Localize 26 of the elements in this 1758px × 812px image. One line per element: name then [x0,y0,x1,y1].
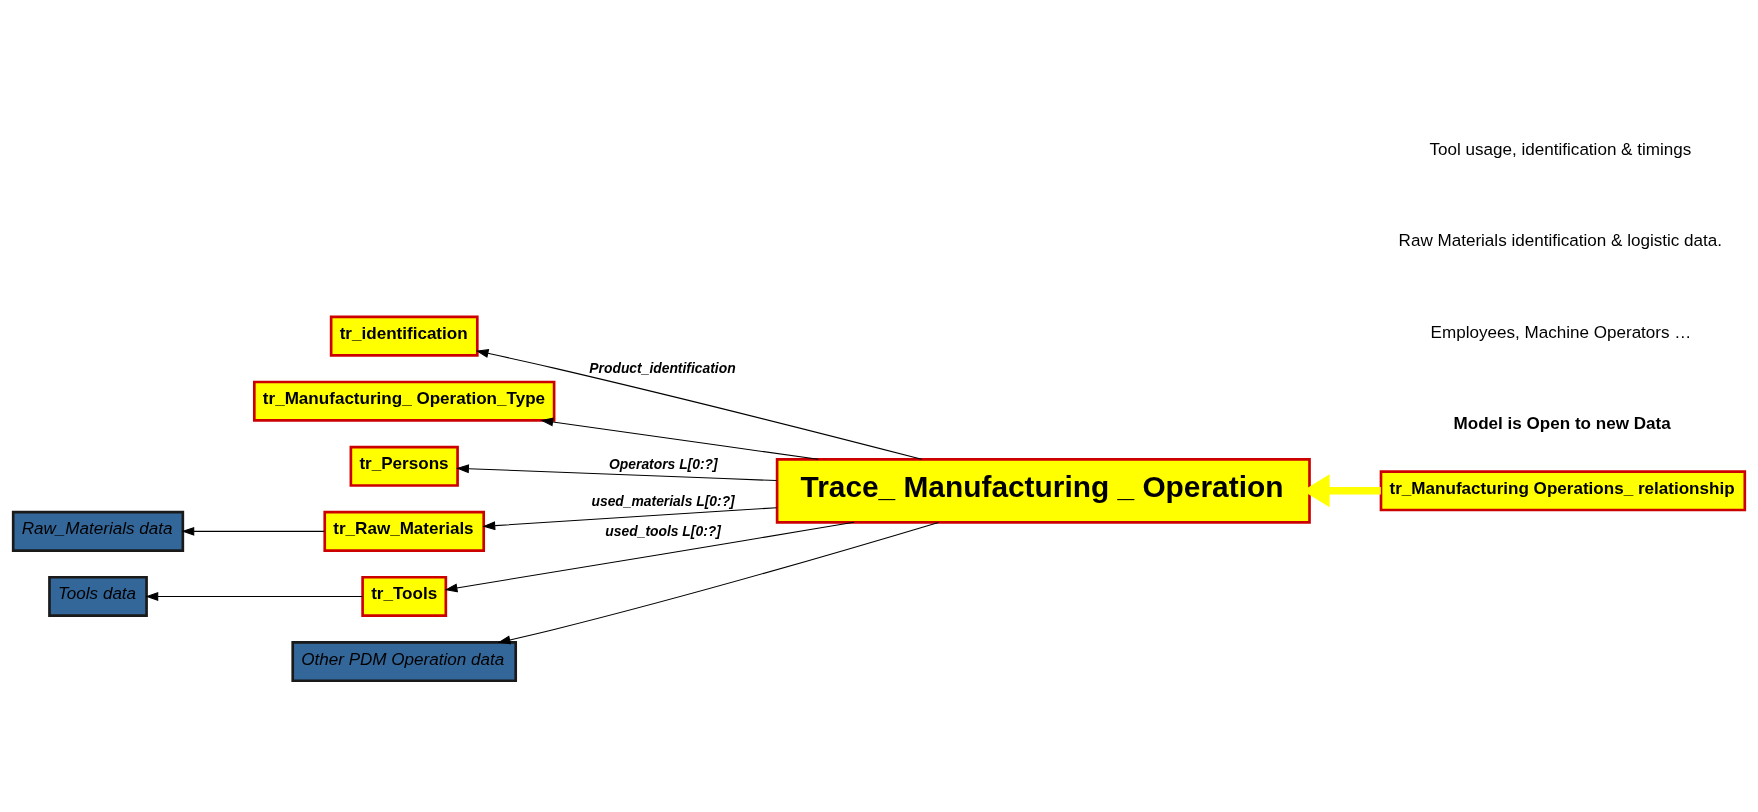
edge-label: used_materials L[0:?] [591,493,735,510]
edge-label: used_tools L[0:?] [605,523,721,540]
edge-label: Product_identification [589,359,736,376]
arrow [540,417,819,460]
node-box: tr_Manufacturing_ Operation_Type [253,380,556,422]
arrow [444,521,855,593]
node-box: Raw_Materials data [11,510,185,552]
label: Raw Materials identification & logistic data. [1398,231,1722,251]
label: Model is Open to new Data [1453,413,1671,433]
node-box: tr_Tools [361,575,448,617]
arrow [497,521,940,645]
label: Tool usage, identification & timings [1429,139,1692,159]
node-box: tr_Manufacturing Operations_ relationship [1379,470,1747,512]
node-box: tr_identification [329,315,479,357]
arrow [482,507,778,531]
arrow [475,349,923,460]
node-box: tr_Raw_Materials [323,510,486,552]
node-box: Other PDM Operation data [291,641,518,683]
arrow [456,464,778,482]
node-box: Trace_ Manufacturing _ Operation [775,458,1311,524]
label: Employees, Machine Operators … [1430,323,1692,343]
node-box: Tools data [48,575,148,617]
arrow [145,591,363,601]
node-box: tr_Persons [349,445,459,487]
arrow [181,526,325,536]
edge-label: Operators L[0:?] [609,455,718,472]
